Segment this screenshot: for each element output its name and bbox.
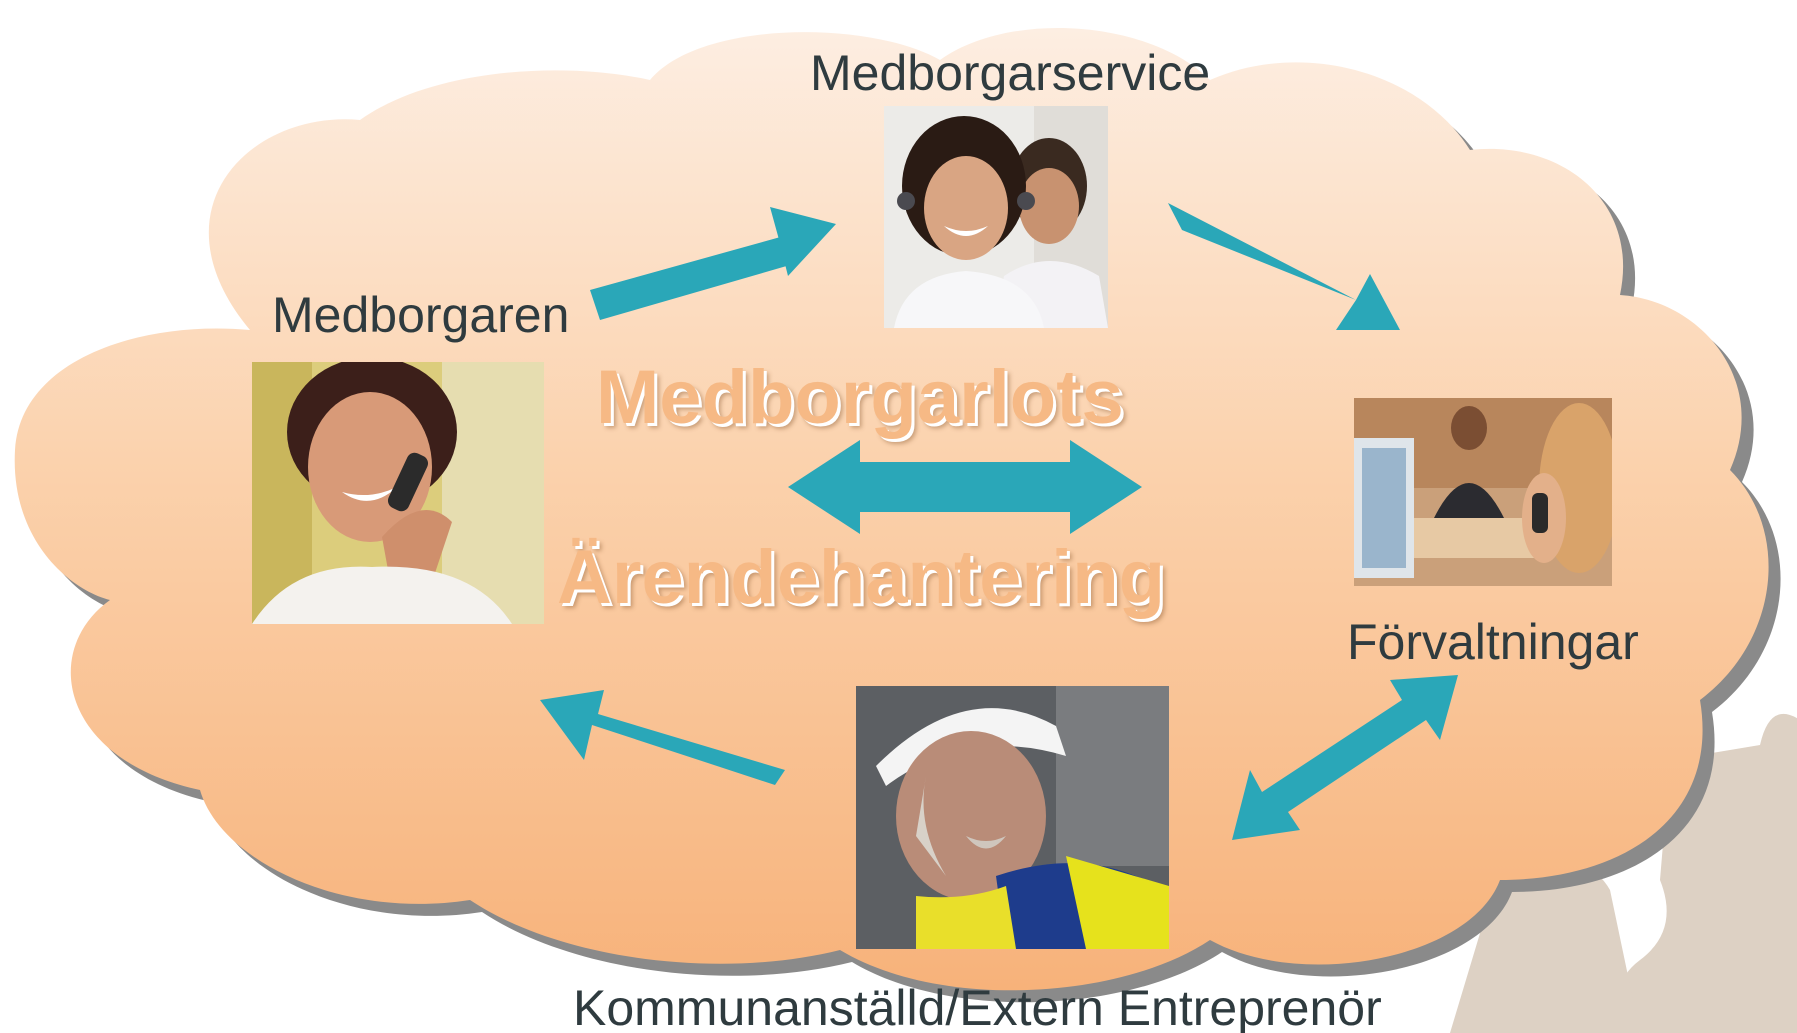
office-workers-photo: [1354, 398, 1612, 586]
arrow-to-forvaltningar: [1168, 203, 1400, 330]
double-arrow-forvaltningar-entreprenor: [1232, 675, 1458, 840]
double-arrow-center: [788, 440, 1142, 534]
arrow-to-medborgaren: [540, 690, 785, 785]
label-entreprenor: Kommunanställd/Extern Entreprenör: [573, 980, 1382, 1033]
label-medborgaren: Medborgaren: [272, 287, 570, 343]
label-medborgarservice: Medborgarservice: [810, 45, 1211, 101]
label-forvaltningar: Förvaltningar: [1347, 614, 1639, 670]
center-word-arendehantering: Ärendehantering: [557, 535, 1166, 620]
woman-on-phone-photo: [252, 362, 544, 624]
center-word-medborgarlots: Medborgarlots: [596, 355, 1124, 440]
arrow-to-medborgarservice: [590, 207, 836, 320]
worker-in-helmet-photo: [856, 686, 1169, 949]
call-center-agents-photo: [884, 106, 1108, 328]
